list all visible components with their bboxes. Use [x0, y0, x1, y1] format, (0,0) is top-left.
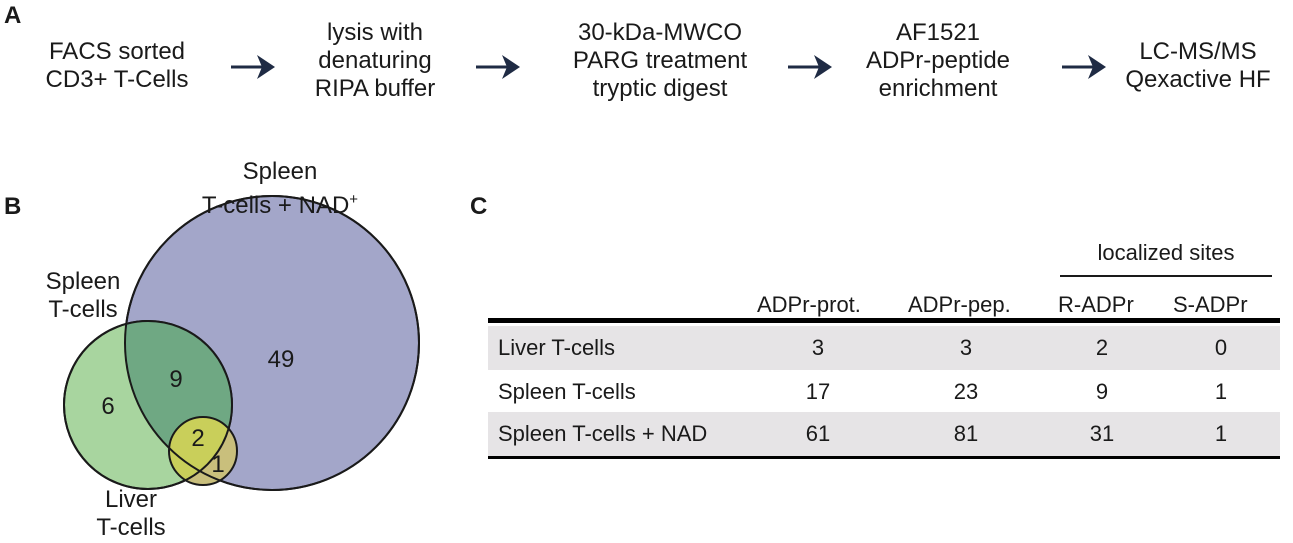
venn-label-liver-line-1: Liver — [104, 486, 158, 513]
venn-label-spleen-line-1: Spleen — [45, 268, 121, 295]
table-cell: 23 — [953, 379, 979, 404]
workflow-step-4: AF1521 ADPr-peptide enrichment — [866, 19, 1010, 103]
arrow-icon — [788, 55, 832, 79]
panel-label-b: B — [4, 193, 22, 220]
workflow-step-2-line-1: lysis with — [326, 19, 424, 46]
workflow-step-2-line-3: RIPA buffer — [314, 75, 436, 102]
workflow-step-4-line-3: enrichment — [878, 75, 998, 102]
venn-diagram: 6 9 49 2 1 — [63, 195, 420, 491]
venn-count-nad-only: 49 — [268, 346, 295, 373]
venn-count-spleen-only: 6 — [101, 393, 114, 420]
table-header-adpr-pep: ADPr-pep. — [908, 292, 1011, 317]
table-row: Liver T-cells 3 3 2 0 — [488, 326, 1280, 370]
arrow-icon — [476, 55, 520, 79]
venn-outline-nad — [124, 195, 420, 491]
panel-label-c: C — [470, 193, 488, 220]
workflow-step-1: FACS sorted CD3+ T-Cells — [46, 38, 189, 94]
venn-count-all-three: 2 — [191, 425, 204, 452]
table-group-header: localized sites — [1097, 240, 1235, 265]
arrow-icon — [231, 55, 275, 79]
venn-outline-liver — [168, 416, 238, 486]
table-row: Spleen T-cells + NAD 61 81 31 1 — [488, 412, 1280, 456]
workflow-step-4-line-1: AF1521 — [895, 19, 981, 46]
workflow-step-3: 30-kDa-MWCO PARG treatment tryptic diges… — [573, 19, 747, 103]
table-cell: 61 — [805, 421, 831, 446]
venn-label-spleen-nad-line-1: Spleen — [242, 158, 318, 185]
workflow-step-2: lysis with denaturing RIPA buffer — [315, 19, 436, 103]
table-cell: 1 — [1214, 421, 1228, 446]
workflow-step-2-line-2: denaturing — [318, 47, 432, 74]
workflow-step-3-line-3: tryptic digest — [592, 75, 728, 102]
panel-label-a: A — [4, 2, 22, 29]
venn-count-spleen-nad: 9 — [169, 366, 182, 393]
table-bottom-rule — [488, 456, 1280, 459]
venn-label-spleen: Spleen T-cells — [28, 268, 138, 324]
venn-label-spleen-nad-line-2: T-cells + NAD+ — [160, 186, 400, 220]
venn-label-liver: Liver T-cells — [76, 486, 186, 542]
venn-label-spleen-nad-text: T-cells + NAD — [201, 192, 350, 219]
table-cell: 3 — [959, 335, 973, 360]
table-cell: 2 — [1095, 335, 1109, 360]
table-cell: 0 — [1214, 335, 1228, 360]
workflow-step-5-line-1: LC-MS/MS — [1139, 38, 1257, 65]
table-group-underline — [1060, 275, 1272, 277]
workflow-step-5-line-2: Qexactive HF — [1125, 66, 1271, 93]
workflow-step-3-line-2: PARG treatment — [572, 47, 748, 74]
venn-label-spleen-nad: Spleen T-cells + NAD+ — [160, 158, 400, 220]
workflow-step-1-line-1: FACS sorted — [48, 38, 186, 65]
table-row: Spleen T-cells 17 23 9 1 — [488, 370, 1280, 414]
table-row-label: Spleen T-cells — [498, 379, 636, 404]
table-cell: 81 — [953, 421, 979, 446]
table-cell: 9 — [1095, 379, 1109, 404]
workflow-step-3-line-1: 30-kDa-MWCO — [577, 19, 742, 46]
table-cell: 3 — [811, 335, 825, 360]
table-header-adpr-prot: ADPr-prot. — [757, 292, 861, 317]
workflow-step-1-line-2: CD3+ T-Cells — [45, 66, 189, 93]
table-cell: 1 — [1214, 379, 1228, 404]
venn-label-spleen-line-2: T-cells — [48, 296, 118, 323]
table-top-rule — [488, 318, 1280, 323]
venn-label-liver-line-2: T-cells — [96, 514, 166, 541]
table-row-label: Spleen T-cells + NAD — [498, 421, 708, 446]
venn-label-spleen-nad-superscript: + — [349, 191, 359, 208]
workflow-step-5: LC-MS/MS Qexactive HF — [1125, 38, 1270, 94]
arrow-icon — [1062, 55, 1106, 79]
table-header-r-adpr: R-ADPr — [1058, 292, 1134, 317]
venn-count-liver-nad: 1 — [211, 451, 224, 478]
venn-outline-spleen — [63, 320, 233, 490]
table-header-s-adpr: S-ADPr — [1173, 292, 1248, 317]
table-cell: 31 — [1089, 421, 1115, 446]
workflow-step-4-line-2: ADPr-peptide — [865, 47, 1011, 74]
table-cell: 17 — [805, 379, 831, 404]
table-row-label: Liver T-cells — [498, 335, 615, 360]
